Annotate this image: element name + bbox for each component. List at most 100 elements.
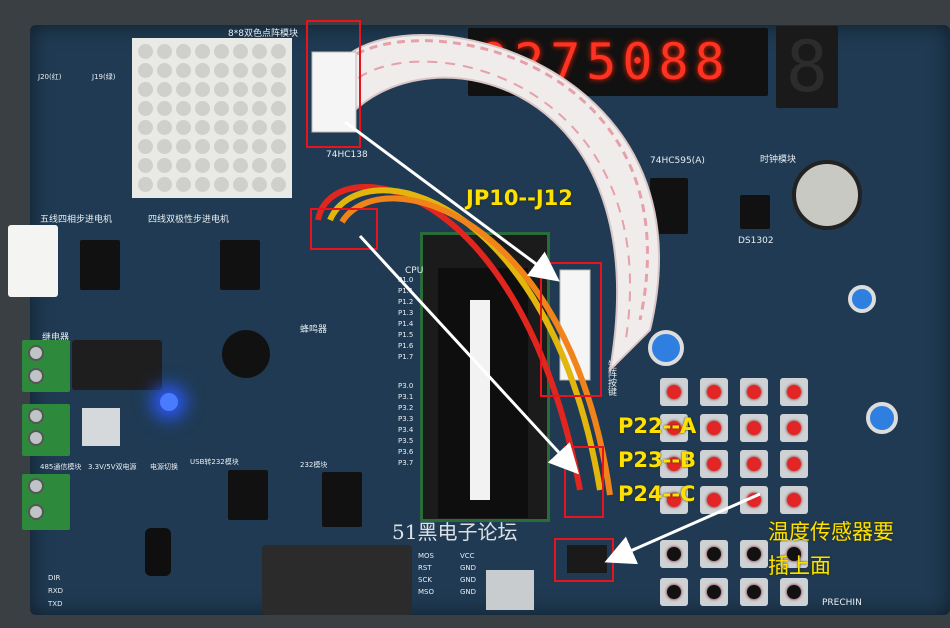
coin-battery — [792, 160, 862, 230]
terminal-screw — [28, 408, 44, 424]
dot-matrix-led — [195, 120, 210, 135]
annotation-temp-sensor-1: 温度传感器要 — [768, 520, 894, 544]
potentiometer — [848, 285, 876, 313]
dot-matrix-led — [157, 120, 172, 135]
dot-matrix-led — [195, 82, 210, 97]
annotation-p24: P24--C — [618, 482, 696, 506]
relay — [72, 340, 162, 390]
clock-module-label: 时钟模块 — [760, 155, 797, 165]
spi-pin-label: MOS — [418, 552, 434, 560]
highlight-box-p2 — [564, 446, 604, 518]
matrix-key — [700, 378, 728, 406]
potentiometer — [648, 330, 684, 366]
dot-matrix-led — [271, 120, 286, 135]
dot-matrix-led — [214, 158, 229, 173]
driver-chip-right — [220, 240, 260, 290]
independent-key — [700, 578, 728, 606]
dot-matrix-led — [271, 82, 286, 97]
vcc-pin-label: VCC — [460, 552, 475, 560]
dot-matrix-led — [214, 82, 229, 97]
ribbon-cable — [328, 34, 660, 373]
dot-matrix-led — [157, 82, 172, 97]
usb232-chip — [228, 470, 268, 520]
spi-pin-label: RST — [418, 564, 432, 572]
dot-matrix-led — [271, 158, 286, 173]
dot-matrix-led — [157, 101, 172, 116]
dot-matrix-led — [252, 158, 267, 173]
dot-matrix-led — [138, 177, 153, 192]
usb232-label: USB转232模块 — [190, 458, 239, 466]
dot-matrix-led — [195, 101, 210, 116]
ribbon-connector-top — [311, 51, 357, 133]
dot-matrix-led — [176, 120, 191, 135]
vcc-pin-label: GND — [460, 576, 477, 584]
dot-matrix-led — [233, 177, 248, 192]
dot-matrix-led — [252, 177, 267, 192]
dot-matrix-led — [233, 44, 248, 59]
hc595-label: 74HC595(A) — [650, 156, 705, 166]
dot-matrix-led — [271, 63, 286, 78]
dot-matrix-led — [233, 82, 248, 97]
dot-matrix-led — [176, 177, 191, 192]
dot-matrix-led — [195, 177, 210, 192]
dot-matrix-led — [195, 63, 210, 78]
vcc-pin-label: GND — [460, 564, 477, 572]
dot-matrix-led — [271, 44, 286, 59]
sensor-header — [567, 545, 607, 573]
dot-matrix-led — [157, 177, 172, 192]
dot-matrix-led — [271, 177, 286, 192]
dot-matrix-led — [252, 63, 267, 78]
dot-matrix-led — [252, 82, 267, 97]
highlight-box-j12 — [540, 262, 602, 397]
dot-matrix-led — [233, 63, 248, 78]
dot-matrix-led — [214, 63, 229, 78]
dot-matrix-led — [157, 44, 172, 59]
usb-port — [486, 570, 534, 610]
driver-chip-left — [80, 240, 120, 290]
single-digit-display: 8 — [776, 26, 838, 108]
power-switch — [82, 408, 120, 446]
dot-matrix-led — [176, 63, 191, 78]
matrix-key — [740, 414, 768, 442]
dot-matrix-led — [138, 139, 153, 154]
serial-led-label: TXD — [48, 600, 63, 608]
dot-matrix-led — [195, 139, 210, 154]
dot-matrix-led — [214, 177, 229, 192]
dot-matrix-led — [138, 44, 153, 59]
dot-matrix-led — [138, 82, 153, 97]
serial-led-label: RXD — [48, 587, 64, 595]
vcc-pin-label: GND — [460, 588, 477, 596]
ribbon-cable-stripe — [344, 60, 632, 346]
dot-matrix-led — [157, 139, 172, 154]
spi-pin-label: SCK — [418, 576, 432, 584]
dot-matrix-led — [138, 120, 153, 135]
matrix-key — [740, 450, 768, 478]
dot-matrix-led — [195, 44, 210, 59]
dot-matrix-led — [233, 101, 248, 116]
vcc-label: 3.3V/5V双电源 — [88, 463, 137, 471]
matrix-key — [660, 450, 688, 478]
independent-key — [740, 578, 768, 606]
matrix-key — [780, 414, 808, 442]
dot-matrix-led — [138, 158, 153, 173]
terminal-screw — [28, 345, 44, 361]
ds1302-chip — [740, 195, 770, 229]
terminal-screw — [28, 430, 44, 446]
ribbon-cable-edge — [334, 39, 649, 321]
matrix-key — [700, 414, 728, 442]
dot-matrix-led — [157, 63, 172, 78]
j19-label: J19(绿) — [92, 73, 116, 81]
relay-label: 继电器 — [42, 333, 70, 343]
matrix-key — [780, 450, 808, 478]
buzzer — [222, 330, 270, 378]
dot-matrix-led — [271, 139, 286, 154]
dot-matrix-led — [214, 139, 229, 154]
terminal-screw — [28, 478, 44, 494]
independent-key — [660, 578, 688, 606]
j20-label: J20(红) — [38, 73, 62, 81]
m232-label: 232模块 — [300, 461, 328, 469]
annotation-jp10-j12: JP10--J12 — [466, 186, 573, 210]
stepper-4wire-label: 四线双极性步进电机 — [148, 215, 230, 225]
db9-connector — [262, 545, 412, 615]
dot-matrix-led — [233, 158, 248, 173]
